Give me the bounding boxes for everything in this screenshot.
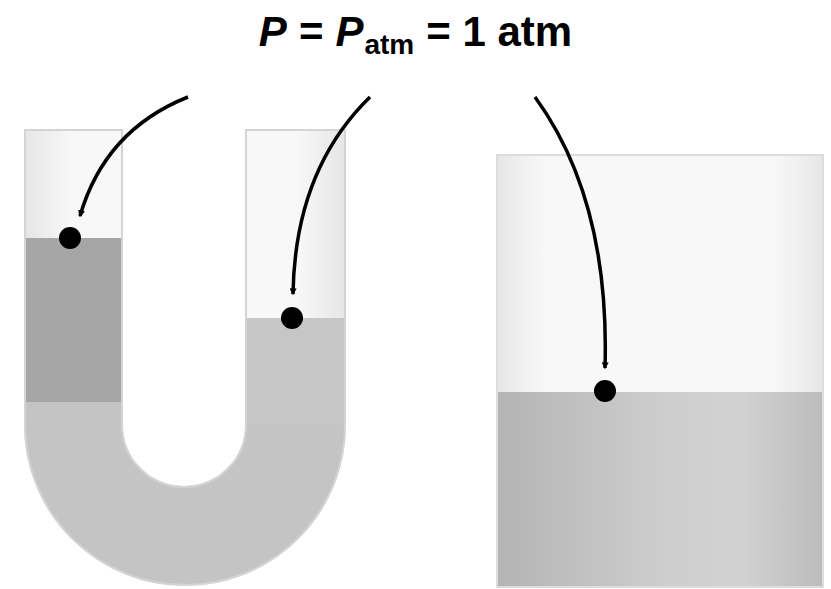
u-tube-outline	[25, 130, 345, 585]
beaker-liquid	[498, 392, 822, 586]
equation-heading: P=Patm= 1 atm	[0, 8, 831, 56]
equation-text: = 1 atm	[426, 8, 572, 56]
u-gap	[124, 130, 244, 485]
pointer-arrow	[80, 97, 188, 216]
pointer-arrow	[535, 97, 605, 368]
beaker	[497, 155, 823, 587]
dark-liquid	[20, 238, 130, 402]
equation-text: P	[335, 8, 363, 56]
pointer-arrow	[293, 97, 370, 294]
equation-text: P	[259, 8, 287, 56]
equation-text: =	[299, 8, 324, 56]
subscript-text: atm	[364, 29, 414, 61]
point	[59, 227, 81, 249]
point	[281, 307, 303, 329]
point	[594, 380, 616, 402]
